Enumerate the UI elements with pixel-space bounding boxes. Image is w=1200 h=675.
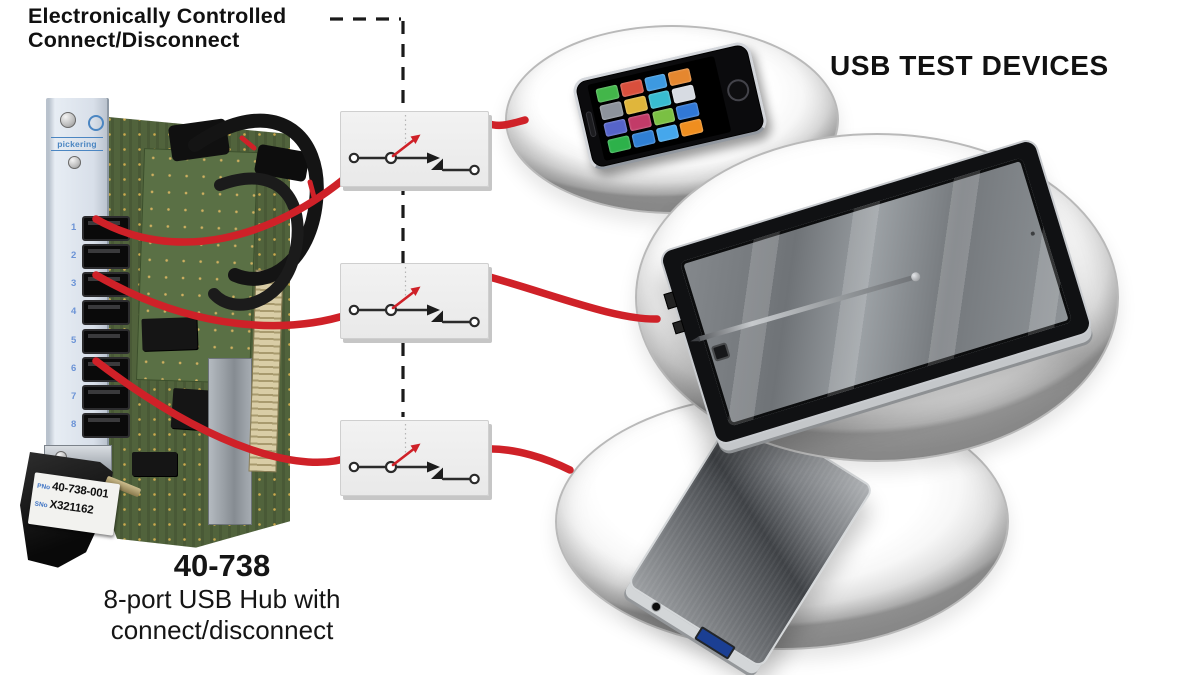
phone-app-icon — [647, 90, 672, 109]
caption-line1: 8-port USB Hub with — [103, 584, 341, 614]
part-number-prefix: PNo — [36, 482, 51, 492]
usb-tongue — [88, 249, 120, 253]
port-number: 2 — [71, 250, 77, 261]
port-number: 8 — [71, 419, 77, 430]
phone-app-icon — [603, 118, 628, 137]
iphone-screen — [587, 55, 732, 162]
chip — [132, 452, 177, 476]
usb-port-3: 3 — [71, 272, 130, 297]
port-number: 6 — [71, 363, 77, 374]
screw-icon — [60, 112, 76, 128]
switch-symbol — [348, 424, 480, 485]
phone-app-icon — [675, 101, 700, 121]
cable-loop — [208, 172, 304, 311]
pickering-logo: pickering — [51, 137, 103, 151]
usb-tongue — [88, 221, 120, 225]
phone-icon-grid — [595, 67, 704, 154]
tablet-bubble — [635, 133, 1119, 462]
phone-app-icon — [671, 84, 696, 104]
serial-number: X321162 — [48, 498, 95, 517]
usb-port-1: 1 — [71, 216, 130, 241]
devices-heading: USB TEST DEVICES — [830, 50, 1109, 81]
tablet — [657, 136, 1095, 448]
switch-box-1 — [340, 111, 489, 187]
dc-jack-icon — [649, 599, 664, 614]
usb-port-8: 8 — [71, 413, 130, 438]
phone-app-icon — [599, 101, 624, 121]
phone-app-icon — [643, 73, 668, 93]
phone-app-icon — [655, 123, 680, 143]
usb-tongue — [88, 418, 120, 422]
phone-app-icon — [619, 78, 644, 98]
tablet-side-port-icon — [672, 320, 686, 335]
model-number: 40-738 — [173, 548, 271, 583]
usb-port-5: 5 — [71, 329, 130, 354]
phone-app-icon — [623, 95, 648, 115]
phone-app-icon — [679, 118, 704, 137]
phone-app-icon — [595, 84, 620, 104]
usb-hub-module: pickering 1 2 3 4 5 6 7 8 PNo40-738-001 … — [20, 90, 350, 590]
usb-tongue — [88, 277, 120, 281]
control-label-line1: Electronically Controlled — [28, 4, 287, 28]
tablet-screen — [679, 157, 1073, 427]
usb3-port-icon — [694, 625, 736, 660]
wire-switch3-to-hdd — [482, 445, 574, 474]
switch-symbol — [348, 115, 480, 176]
switch-symbol — [348, 267, 480, 328]
port-number: 3 — [71, 278, 77, 289]
tablet-screen-reflection — [679, 157, 1073, 427]
usb-tongue — [88, 362, 120, 366]
phone-app-icon — [667, 67, 693, 87]
port-number: 5 — [71, 335, 77, 346]
serial-number-prefix: SNo — [34, 500, 48, 510]
screw-icon — [68, 156, 81, 169]
tablet-side-port-icon — [663, 291, 678, 310]
port-number: 7 — [71, 391, 77, 402]
cable-red-band — [239, 135, 257, 151]
control-label-line2: Connect/Disconnect — [28, 28, 240, 52]
switch-box-2 — [340, 263, 489, 339]
usb-tongue — [88, 334, 120, 338]
phone-app-icon — [627, 112, 652, 132]
port-number: 4 — [71, 306, 77, 317]
module-caption: 40-738 8-port USB Hub with connect/disco… — [72, 548, 372, 646]
usb-port-7: 7 — [71, 385, 130, 410]
usb-port-2: 2 — [71, 244, 130, 269]
control-label: Electronically Controlled Connect/Discon… — [28, 4, 286, 52]
panel-ring-icon — [88, 115, 104, 131]
usb-tongue — [88, 390, 120, 394]
phone-app-icon — [631, 129, 656, 149]
phone-app-icon — [651, 106, 676, 126]
port-number: 1 — [71, 222, 77, 233]
caption-line2: connect/disconnect — [110, 615, 334, 645]
usb-tongue — [88, 305, 120, 309]
iphone — [570, 39, 770, 173]
usb-port-4: 4 — [71, 300, 130, 325]
usb-port-6: 6 — [71, 357, 130, 382]
phone-app-icon — [606, 134, 632, 154]
switch-box-3 — [340, 420, 489, 496]
front-panel: pickering 1 2 3 4 5 6 7 8 — [46, 98, 130, 450]
wire-switch2-to-tablet — [482, 272, 661, 323]
iphone-home-button-icon — [725, 77, 752, 104]
